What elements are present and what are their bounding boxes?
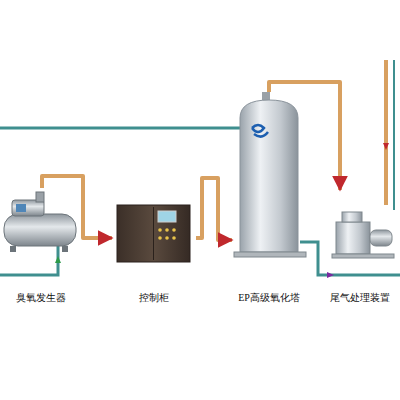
ozone-pipe xyxy=(42,176,112,238)
equipment-node: 控制柜 xyxy=(112,200,196,306)
equipment-label: 控制柜 xyxy=(112,292,196,304)
cabinet-door-line xyxy=(153,207,154,260)
generator-foot xyxy=(10,246,16,252)
tower-logo xyxy=(252,125,268,137)
cabinet-button xyxy=(158,228,162,232)
equipment-node: EP高级氧化塔 xyxy=(232,92,306,306)
equipment-label: EP高级氧化塔 xyxy=(232,292,306,304)
tail-gas-base xyxy=(332,254,394,258)
water-line xyxy=(0,127,240,130)
generator-valve xyxy=(36,192,44,202)
flow-arrow xyxy=(327,272,334,278)
ozone-pipe xyxy=(269,82,340,190)
tail-gas-cap xyxy=(342,212,362,222)
generator-tank xyxy=(4,214,76,246)
equipment-label: 臭氧发生器 xyxy=(2,292,80,304)
equipment-node: 尾气处理装置 xyxy=(322,190,398,306)
water-line xyxy=(0,246,58,275)
flow-arrow xyxy=(383,143,389,150)
cabinet-screen xyxy=(158,211,176,222)
tail-gas-unit xyxy=(336,222,370,254)
generator-panel xyxy=(16,204,26,212)
control-cabinet xyxy=(117,205,190,262)
oxidation-tower xyxy=(240,100,298,252)
generator-foot xyxy=(62,246,68,252)
flow-arrow xyxy=(55,256,61,263)
tail-gas-pump xyxy=(370,230,392,246)
equipment-label: 尾气处理装置 xyxy=(322,292,398,304)
ozone-pipe xyxy=(196,178,232,240)
cabinet-button xyxy=(165,236,169,240)
cabinet-button xyxy=(158,236,162,240)
equipment-node: 臭氧发生器 xyxy=(2,188,80,306)
tower-base xyxy=(234,252,306,257)
cabinet-button xyxy=(165,228,169,232)
cabinet-button xyxy=(172,236,176,240)
cabinet-button xyxy=(172,228,176,232)
exhaust-pipe xyxy=(384,60,388,205)
exhaust-line xyxy=(393,60,395,210)
